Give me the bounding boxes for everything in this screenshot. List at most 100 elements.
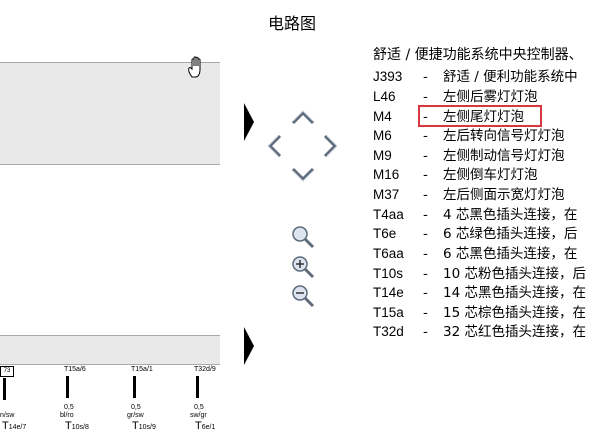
legend-dash: - bbox=[423, 305, 428, 321]
zoom-out-icon[interactable] bbox=[291, 284, 315, 308]
legend-code: T4aa bbox=[373, 207, 404, 222]
legend-item[interactable]: M37 -左后侧面示宽灯灯泡 bbox=[373, 185, 565, 204]
chevron-left-icon[interactable] bbox=[261, 133, 287, 159]
legend-item[interactable]: T14e -14 芯黑色插头连接，在 bbox=[373, 283, 586, 302]
legend-code: M16 bbox=[373, 167, 400, 182]
wire-line bbox=[133, 376, 136, 398]
legend-desc: 左后侧面示宽灯灯泡 bbox=[443, 187, 565, 203]
legend-desc: 左侧倒车灯灯泡 bbox=[443, 167, 538, 183]
legend-dash: - bbox=[423, 266, 428, 282]
connector-pin: 10s/9 bbox=[138, 424, 156, 431]
selected-item-highlight bbox=[418, 105, 542, 127]
diagram-box-label: 73 bbox=[0, 366, 14, 377]
legend-item[interactable]: M16 -左侧倒车灯灯泡 bbox=[373, 165, 538, 184]
legend-dash: - bbox=[423, 285, 428, 301]
wire-2[interactable]: T15a/6 0,5 bl/ro T10s/8 bbox=[60, 364, 90, 434]
legend-code: M37 bbox=[373, 187, 400, 202]
wire-tag: T15a/1 bbox=[131, 366, 153, 373]
legend-dash: - bbox=[423, 109, 428, 125]
legend-heading: 舒适 / 便捷功能系统中央控制器、 bbox=[373, 47, 583, 63]
legend-dash: - bbox=[423, 167, 428, 183]
legend-code: M9 bbox=[373, 148, 392, 163]
legend-item[interactable]: M6 -左后转向信号灯灯泡 bbox=[373, 126, 565, 145]
legend-dash: - bbox=[423, 89, 428, 105]
legend-item[interactable]: T32d-32 芯红色插头连接，在 bbox=[373, 322, 586, 341]
legend-desc: 6 芯黑色插头连接，在 bbox=[443, 246, 578, 262]
legend-item-selected[interactable]: M4 -左侧尾灯灯泡 bbox=[373, 107, 524, 126]
legend-code: T15a bbox=[373, 305, 404, 320]
hand-pan-icon[interactable] bbox=[186, 55, 208, 79]
legend-desc: 左侧制动信号灯灯泡 bbox=[443, 148, 565, 164]
connector-letter: T bbox=[2, 420, 9, 432]
wire-color: sw/gr bbox=[190, 412, 207, 419]
connector-pin: 6e/1 bbox=[201, 424, 216, 431]
legend-item[interactable]: J393 -舒适 / 便利功能系统中 bbox=[373, 67, 578, 86]
magnifier-icon[interactable] bbox=[291, 225, 315, 249]
wire-line bbox=[196, 376, 199, 398]
legend-item[interactable]: T4aa -4 芯黑色插头连接，在 bbox=[373, 205, 577, 224]
wire-1[interactable]: n/sw T14e/7 bbox=[0, 364, 27, 434]
wire-tag: T32d/9 bbox=[194, 366, 216, 373]
wire-tag: T15a/6 bbox=[64, 366, 86, 373]
wire-line bbox=[66, 376, 69, 398]
legend-dash: - bbox=[423, 207, 428, 223]
connector-letter: T bbox=[132, 420, 139, 432]
chevron-right-icon[interactable] bbox=[318, 133, 344, 159]
legend-desc: 舒适 / 便利功能系统中 bbox=[443, 69, 578, 85]
legend-desc: 左侧尾灯灯泡 bbox=[443, 109, 524, 125]
wire-4[interactable]: T32d/9 0,5 sw/gr T6e/1 bbox=[190, 364, 220, 434]
legend-item[interactable]: T6aa -6 芯黑色插头连接，在 bbox=[373, 244, 577, 263]
legend-desc: 4 芯黑色插头连接，在 bbox=[443, 207, 578, 223]
legend-code: T6e bbox=[373, 226, 397, 241]
legend-dash: - bbox=[423, 324, 428, 340]
legend-item[interactable]: L46 -左侧后雾灯灯泡 bbox=[373, 87, 538, 106]
chevron-down-icon[interactable] bbox=[290, 162, 316, 188]
legend-code: T6aa bbox=[373, 246, 404, 261]
wire-color: gr/sw bbox=[127, 412, 144, 419]
legend-item[interactable]: T6e -6 芯绿色插头连接，后 bbox=[373, 224, 577, 243]
page-title: 电路图 bbox=[268, 14, 317, 33]
connector-letter: T bbox=[65, 420, 72, 432]
panel-pointer-icon bbox=[244, 103, 254, 141]
diagram-pane-top bbox=[0, 62, 220, 165]
chevron-up-icon[interactable] bbox=[290, 104, 316, 130]
legend-code: T10s bbox=[373, 266, 404, 281]
legend-item[interactable]: T15a -15 芯棕色插头连接，在 bbox=[373, 303, 586, 322]
legend-code: T32d bbox=[373, 324, 404, 339]
connector-pin: 14e/7 bbox=[8, 424, 27, 431]
legend-desc: 14 芯黑色插头连接，在 bbox=[443, 285, 586, 301]
wire-color: n/sw bbox=[0, 412, 15, 419]
wire-connector: T14e/7 bbox=[2, 420, 26, 432]
legend-dash: - bbox=[423, 148, 428, 164]
wire-color: bl/ro bbox=[60, 412, 74, 419]
legend-desc: 6 芯绿色插头连接，后 bbox=[443, 226, 578, 242]
wire-line bbox=[3, 378, 6, 400]
diagram-pane-bottom bbox=[0, 335, 220, 365]
legend-desc: 左后转向信号灯灯泡 bbox=[443, 128, 565, 144]
legend-code: M6 bbox=[373, 128, 392, 143]
legend-code: M4 bbox=[373, 109, 392, 124]
zoom-in-icon[interactable] bbox=[291, 255, 315, 279]
wire-3[interactable]: T15a/1 0,5 gr/sw T10s/9 bbox=[127, 364, 157, 434]
legend-desc: 左侧后雾灯灯泡 bbox=[443, 89, 538, 105]
wire-size: 0,5 bbox=[194, 404, 204, 411]
wire-size: 0,5 bbox=[131, 404, 141, 411]
legend-dash: - bbox=[423, 69, 428, 85]
legend-code: T14e bbox=[373, 285, 404, 300]
wire-connector: T10s/8 bbox=[65, 420, 89, 432]
legend-desc: 10 芯粉色插头连接，后 bbox=[443, 266, 586, 282]
legend-item[interactable]: T10s -10 芯粉色插头连接，后 bbox=[373, 264, 586, 283]
legend-dash: - bbox=[423, 246, 428, 262]
connector-pin: 10s/8 bbox=[71, 424, 89, 431]
wire-connector: T10s/9 bbox=[132, 420, 156, 432]
connector-letter: T bbox=[195, 420, 202, 432]
legend-desc: 15 芯棕色插头连接，在 bbox=[443, 305, 586, 321]
wire-size: 0,5 bbox=[64, 404, 74, 411]
legend-code: J393 bbox=[373, 69, 403, 84]
legend-code: L46 bbox=[373, 89, 396, 104]
legend-dash: - bbox=[423, 128, 428, 144]
panel-pointer-icon bbox=[244, 327, 254, 365]
legend-dash: - bbox=[423, 226, 428, 242]
legend-item[interactable]: M9 -左侧制动信号灯灯泡 bbox=[373, 146, 565, 165]
legend-dash: - bbox=[423, 187, 428, 203]
